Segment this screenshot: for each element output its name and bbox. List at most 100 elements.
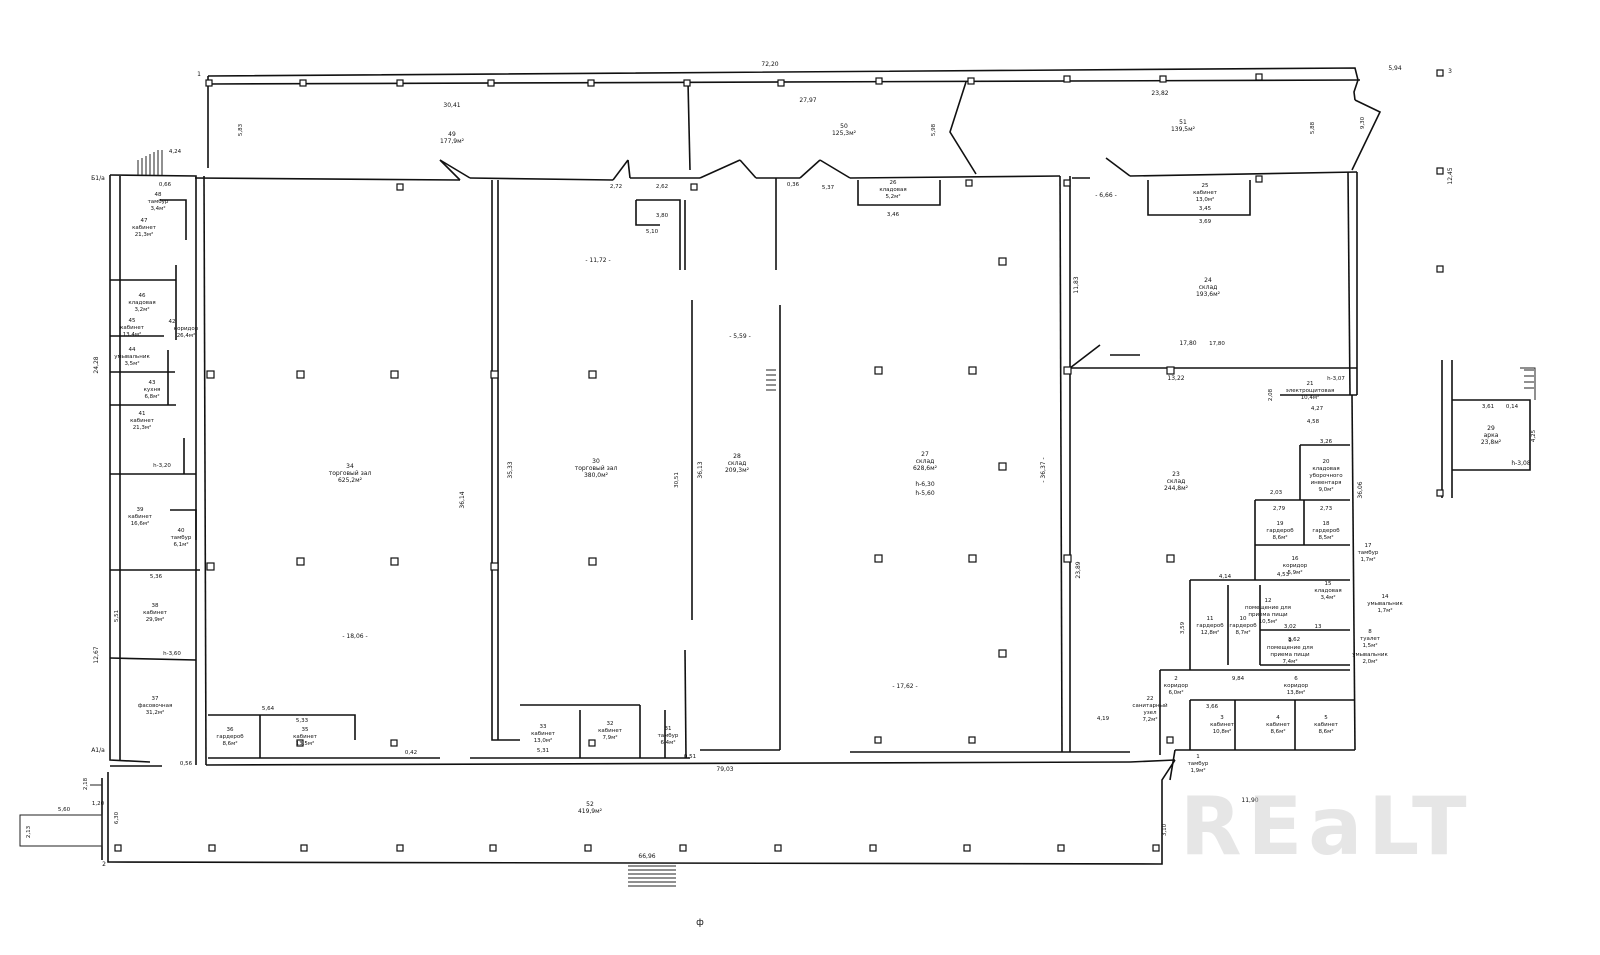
label: 9,84: [1232, 676, 1245, 682]
label: 51: [1179, 119, 1187, 126]
label: 33: [540, 724, 547, 730]
label: 1,9м²: [1190, 767, 1205, 774]
label: умывальник: [114, 354, 150, 360]
label: 31,2м²: [146, 709, 165, 716]
label: 23,89: [1075, 561, 1082, 578]
label: 41: [139, 411, 146, 417]
label: 628,6м²: [913, 465, 938, 472]
label: 139,5м²: [1171, 126, 1196, 133]
label: 30: [592, 458, 600, 465]
label: кабинет: [1210, 722, 1235, 728]
label: 36,14: [459, 491, 466, 508]
label: 19: [1277, 521, 1284, 527]
label: 10,8м²: [1213, 728, 1232, 735]
label: кабинет: [130, 418, 155, 424]
label: 10,4м²: [1301, 394, 1320, 401]
label: 15: [1325, 581, 1332, 587]
label: 28: [733, 453, 741, 460]
label: 2,13: [26, 825, 32, 838]
label: коридор: [1164, 683, 1189, 689]
label: 21,3м²: [133, 424, 152, 431]
label: 42: [169, 319, 176, 325]
label: 12,8м²: [1201, 629, 1220, 636]
label: h-3,07: [1327, 376, 1345, 382]
label: 380,0м²: [584, 472, 609, 479]
label: санитарный: [1132, 702, 1168, 709]
label: 3,46: [887, 212, 900, 218]
label: гардероб: [1312, 528, 1340, 534]
label: 32: [607, 721, 614, 727]
label: умывальник: [1367, 601, 1403, 607]
label: кабинет: [120, 325, 145, 331]
north-mark: ф: [696, 918, 704, 928]
label: 1,5м²: [1362, 642, 1377, 649]
label: 6,1м²: [173, 541, 188, 548]
label: склад: [1199, 284, 1218, 291]
label: инвентаря: [1311, 480, 1342, 486]
label: арка: [1484, 432, 1499, 439]
label: 2: [102, 861, 106, 868]
label: 3,5м²: [124, 360, 139, 367]
label: 3,2м²: [134, 306, 149, 313]
label: 2,08: [1268, 388, 1274, 401]
label: 30,41: [443, 102, 460, 109]
label: кладовая: [128, 300, 155, 306]
label: 52: [586, 801, 594, 808]
label: 31: [665, 726, 672, 732]
label: 5,2м²: [885, 193, 900, 200]
label: h-6,30: [915, 481, 935, 488]
label: 3,59: [1180, 621, 1186, 634]
label: 1,7м²: [1377, 607, 1392, 614]
label: 5,31: [537, 748, 549, 754]
label: гардероб: [1266, 528, 1294, 534]
label: склад: [1167, 478, 1186, 485]
label: 5,88: [1310, 121, 1316, 134]
label: 20: [1323, 459, 1330, 465]
label: 0,51: [684, 754, 696, 760]
label: 193,6м²: [1196, 291, 1221, 298]
label: 3,4м²: [1320, 594, 1335, 601]
label: кабинет: [293, 734, 318, 740]
label: 2,73: [1320, 506, 1333, 512]
label: 2,0м²: [1362, 658, 1377, 665]
label: 1: [1196, 754, 1200, 760]
label: тамбур: [1358, 550, 1379, 556]
label: туалет: [1360, 636, 1381, 642]
label: 0,66: [159, 182, 172, 188]
label: 43: [149, 380, 156, 386]
label: 5,33: [296, 718, 309, 724]
label: 24,28: [93, 356, 100, 373]
label: 3,61: [1482, 404, 1494, 410]
label: 16: [1292, 556, 1299, 562]
label: коридор: [1284, 683, 1309, 689]
label: 10,5м²: [1259, 618, 1278, 625]
label: 45: [129, 318, 136, 324]
label: 8,5м²: [1318, 534, 1333, 541]
label: 11,83: [1073, 276, 1080, 293]
label: кабинет: [598, 728, 623, 734]
label: 5,83: [238, 123, 244, 136]
label: 4,24: [169, 149, 182, 155]
label: кабинет: [128, 514, 153, 520]
label: 5,10: [646, 229, 659, 235]
label: - 18,06 -: [342, 633, 367, 640]
label: коридор: [174, 326, 199, 332]
label: 4,25: [1531, 429, 1537, 442]
room-labels: 72,20 5,94 3 1 2 30,41 49 177,9м² 27,97 …: [26, 61, 1537, 868]
label: - 6,66 -: [1095, 192, 1117, 199]
label: кухня: [144, 387, 161, 393]
label: помещение для: [1245, 605, 1291, 611]
label: приема пищи: [1248, 612, 1288, 618]
columns: [114, 69, 1444, 852]
label: 8,6м²: [1318, 728, 1333, 735]
label: 8,6м²: [1272, 534, 1287, 541]
label: 3,69: [1199, 219, 1212, 225]
label: А1/а: [91, 747, 105, 754]
label: 23,8м²: [1481, 439, 1502, 446]
label: 6: [1294, 676, 1298, 682]
label: 38: [152, 603, 159, 609]
label: 17: [1365, 543, 1372, 549]
label: 9,0м²: [1318, 486, 1333, 493]
label: 5: [1324, 715, 1328, 721]
